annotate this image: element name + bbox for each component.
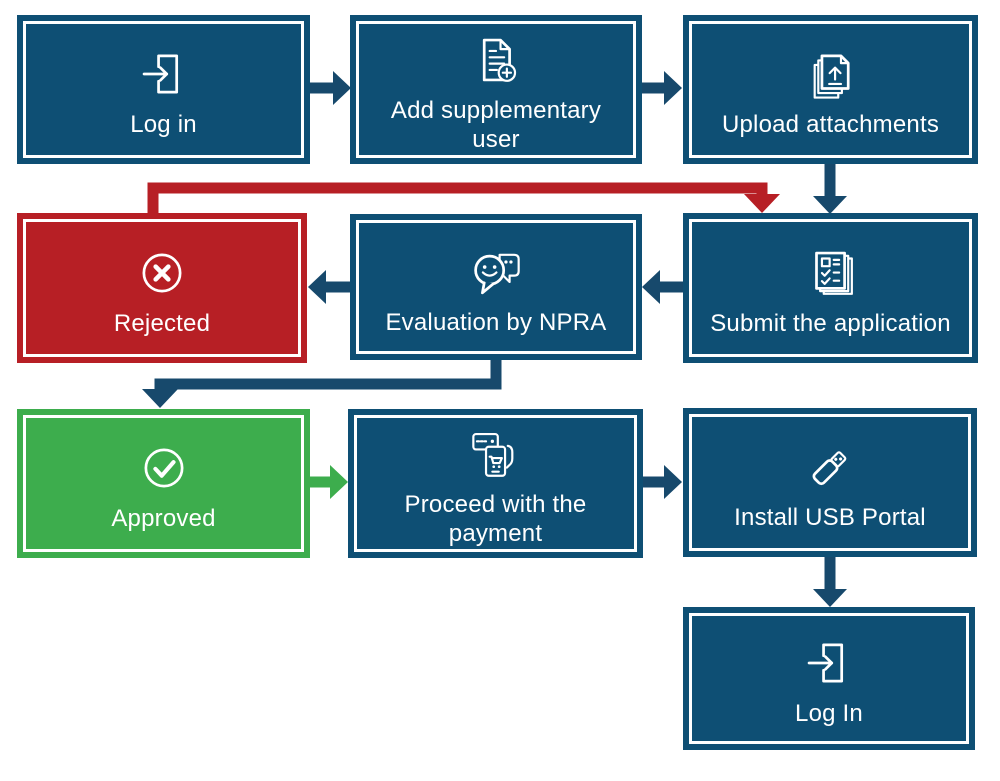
node-label: Log In xyxy=(795,700,863,728)
node-upload-attachments: Upload attachments xyxy=(683,15,978,164)
node-approved: Approved xyxy=(17,409,310,558)
node-rejected: Rejected xyxy=(17,213,307,363)
arrowhead-evaluation-to-approved xyxy=(142,389,178,408)
node-label: Install USB Portal xyxy=(734,504,926,532)
checklist-documents-icon xyxy=(814,251,853,295)
arrowhead-submit-to-evaluation xyxy=(642,270,660,304)
node-add-supplementary-user: Add supplementary user xyxy=(350,15,642,164)
arrowhead-upload-to-submit xyxy=(813,196,847,214)
node-label: Submit the application xyxy=(710,309,951,337)
node-log-in: Log in xyxy=(17,15,310,164)
check-circle-icon xyxy=(144,448,183,488)
node-install-usb-portal: Install USB Portal xyxy=(683,408,977,557)
arrowhead-evaluation-to-rejected xyxy=(308,270,326,304)
node-evaluation-by-npra: Evaluation by NPRA xyxy=(350,214,642,360)
arrowhead-rejected-to-submit xyxy=(744,194,780,213)
node-label: Proceed with the payment xyxy=(404,490,587,547)
mobile-payment-icon xyxy=(471,432,513,477)
node-label: Upload attachments xyxy=(721,111,940,139)
arrowhead-approved-to-payment xyxy=(330,465,348,499)
edge-evaluation-to-approved xyxy=(154,355,502,390)
login-icon xyxy=(807,643,844,683)
node-label: Approved xyxy=(111,505,216,533)
edge-rejected-to-submit xyxy=(147,182,768,218)
arrowhead-payment-to-usb xyxy=(664,465,682,499)
node-label: Add supplementary user xyxy=(390,96,602,153)
node-proceed-with-the-payment: Proceed with the payment xyxy=(348,409,643,558)
node-label: Evaluation by NPRA xyxy=(385,308,607,336)
login-icon xyxy=(142,54,178,94)
arrowhead-login-to-adduser xyxy=(333,71,351,105)
node-log-in-final: Log In xyxy=(683,607,975,750)
upload-documents-icon xyxy=(813,54,850,100)
node-label: Rejected xyxy=(113,309,211,337)
arrowhead-usb-to-login xyxy=(813,589,847,607)
node-label: Log in xyxy=(130,111,197,139)
document-add-icon xyxy=(482,38,517,82)
cross-circle-icon xyxy=(142,253,182,293)
node-submit-the-application: Submit the application xyxy=(683,213,978,363)
usb-drive-icon xyxy=(812,451,847,486)
chat-feedback-icon xyxy=(474,253,520,295)
arrowhead-adduser-to-upload xyxy=(664,71,682,105)
